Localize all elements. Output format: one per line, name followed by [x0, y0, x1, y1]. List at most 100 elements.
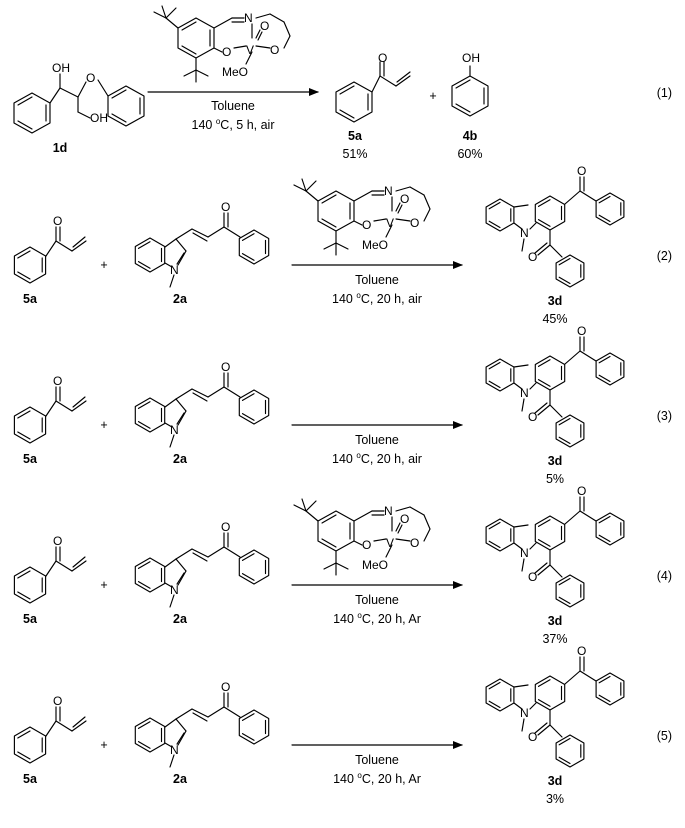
bond	[537, 404, 551, 416]
double-bond	[558, 577, 571, 586]
oxygen-label: O	[362, 218, 371, 232]
bond	[549, 244, 563, 258]
bond	[323, 562, 337, 570]
nitrogen-label: N	[170, 263, 179, 277]
bond	[423, 208, 431, 222]
bond	[513, 382, 523, 390]
plus-sign: +	[100, 738, 107, 752]
bond	[423, 194, 431, 210]
compound-label: 5a	[23, 612, 38, 626]
bond	[537, 244, 551, 256]
compound-label: 3d	[548, 614, 563, 628]
bond	[164, 742, 173, 748]
double-bond	[488, 700, 501, 709]
bond	[223, 546, 241, 558]
nitrogen-label: N	[520, 546, 529, 560]
double-bond	[17, 250, 31, 259]
bond	[55, 720, 73, 732]
yield-label: 45%	[542, 312, 567, 326]
double-bond	[137, 741, 151, 749]
oxygen-label: O	[270, 43, 279, 57]
double-bond	[137, 261, 151, 269]
benzoyl-ring	[555, 414, 585, 448]
bond	[423, 514, 431, 530]
bond	[176, 732, 185, 745]
carbonyl-oxygen-label: O	[577, 164, 586, 178]
double-bond	[558, 417, 571, 426]
bond	[395, 506, 411, 512]
bond	[579, 190, 597, 202]
bond	[335, 562, 349, 570]
n-methyl-bond	[169, 594, 175, 608]
bond	[176, 412, 185, 425]
carbonyl-oxygen-label: O	[53, 534, 62, 548]
double-bond	[241, 553, 255, 561]
compound-label: 5a	[23, 292, 38, 306]
methoxy-label: MeO	[362, 558, 388, 572]
bond	[534, 242, 548, 254]
bond	[373, 538, 387, 542]
bond	[175, 388, 193, 400]
bond	[72, 716, 86, 728]
hydroxyl-label: OH	[90, 111, 108, 125]
bond	[175, 228, 193, 240]
bond	[192, 712, 208, 722]
plus-sign: +	[100, 418, 107, 432]
carbonyl-oxygen-label: O	[528, 570, 537, 584]
bond	[409, 186, 425, 196]
double-bond	[241, 253, 255, 261]
indole-benzo-ring	[134, 397, 166, 433]
double-bond	[241, 573, 255, 581]
double-bond	[137, 721, 151, 729]
bond	[192, 552, 208, 562]
bond	[293, 184, 307, 192]
double-bond	[598, 355, 611, 364]
carbonyl-oxygen-label: O	[378, 51, 387, 65]
bond	[534, 402, 548, 414]
compound-4b-structure: OH	[451, 51, 489, 117]
compound-label: 3d	[548, 294, 563, 308]
bond	[353, 540, 363, 546]
n-methyl-bond	[521, 718, 525, 732]
nitrogen-label: N	[170, 583, 179, 597]
bond	[164, 558, 177, 568]
solvent-label: Toluene	[355, 273, 399, 287]
double-bond	[598, 694, 611, 703]
bond	[175, 238, 187, 252]
benzoyl-ring	[595, 512, 625, 546]
bond	[45, 240, 57, 257]
bond	[529, 702, 537, 710]
n-methyl-bond	[521, 398, 525, 412]
carbonyl-oxygen-label: O	[528, 410, 537, 424]
bond	[321, 218, 337, 228]
n-methyl-bond	[521, 238, 525, 252]
yield-label: 3%	[546, 792, 564, 806]
bond	[71, 720, 87, 732]
carbonyl-oxygen-label: O	[221, 200, 230, 214]
solvent-label: Toluene	[355, 433, 399, 447]
double-bond	[241, 713, 255, 721]
yield-label: 51%	[342, 147, 367, 161]
bond	[353, 220, 363, 226]
bond	[192, 232, 208, 242]
indole-benzo-ring	[134, 237, 166, 273]
bond	[175, 548, 193, 560]
solvent-label: Toluene	[355, 753, 399, 767]
bond	[301, 498, 307, 512]
carbazole-ring-c	[534, 355, 566, 391]
compound-label: 5a	[23, 772, 38, 786]
bond	[321, 194, 337, 204]
oxo-label: O	[260, 19, 269, 33]
compound-label: 2a	[173, 772, 188, 786]
bond	[175, 558, 187, 572]
methoxy-label: MeO	[362, 238, 388, 252]
catalyst-ring	[317, 190, 355, 232]
carbonyl-oxygen-label: O	[53, 374, 62, 388]
compound-5a-structure: O	[335, 51, 411, 123]
double-bond	[537, 219, 551, 227]
nitrogen-label: N	[170, 423, 179, 437]
bond	[45, 720, 57, 737]
double-bond	[488, 380, 501, 389]
